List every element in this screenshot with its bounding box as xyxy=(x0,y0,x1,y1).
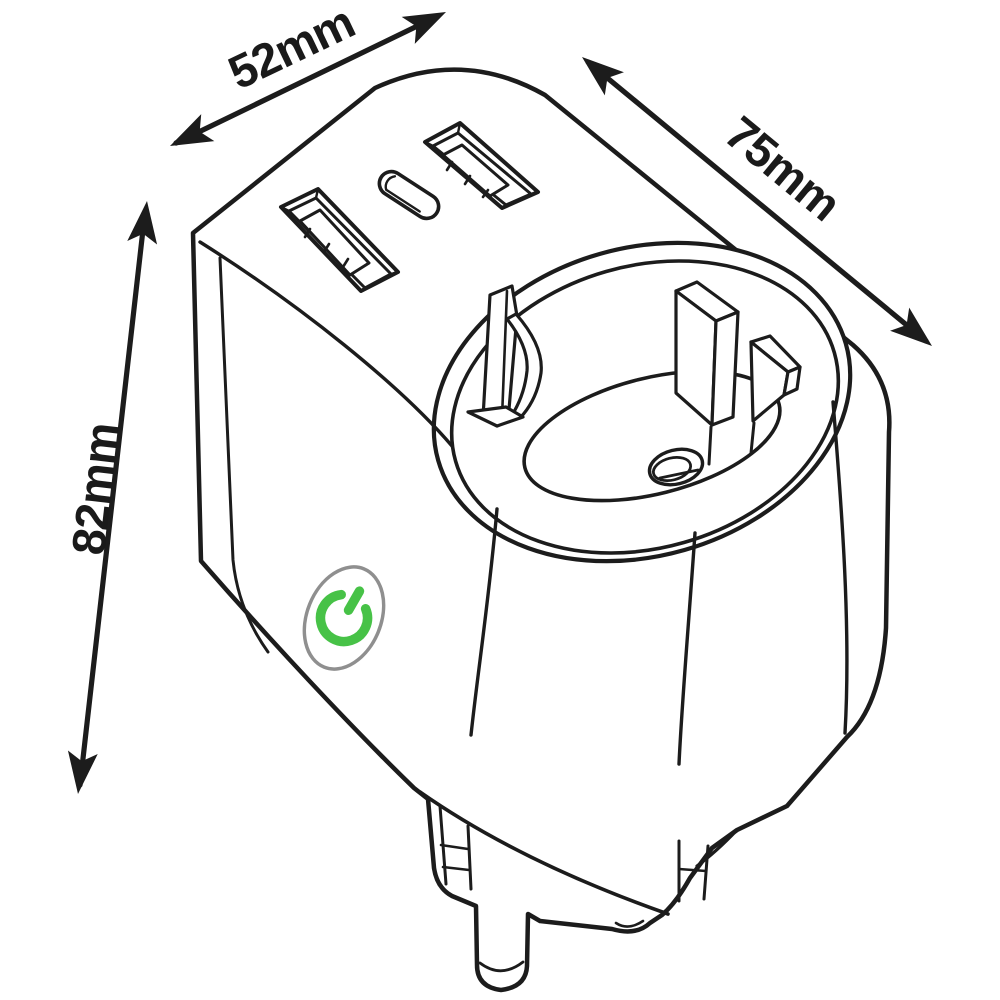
usb-a-tongue xyxy=(298,208,371,277)
hidden-pin-arc xyxy=(614,919,645,928)
socket-contact-tabs xyxy=(674,280,802,466)
height-dimension-label: 82mm xyxy=(61,420,129,557)
usb-a-tongue xyxy=(441,143,510,198)
power-button xyxy=(302,565,386,671)
usb-c-port xyxy=(377,169,441,221)
height-dimension-arrow xyxy=(63,199,162,796)
usb-a-port-left xyxy=(279,187,400,293)
ground-clip xyxy=(466,284,543,428)
usb-a-port-right xyxy=(423,121,540,210)
socket-pin-hole xyxy=(647,447,705,487)
schuko-socket-recess xyxy=(431,240,853,564)
depth-dimension-arrow xyxy=(572,45,942,358)
power-icon xyxy=(315,586,373,647)
earth-pin xyxy=(478,960,525,973)
body-edge-creases xyxy=(198,240,849,766)
ground-clip-foot xyxy=(466,405,525,428)
plug-base xyxy=(418,790,739,973)
depth-dimension-label: 75mm xyxy=(715,106,850,231)
width-dimension-arrow xyxy=(163,0,453,160)
